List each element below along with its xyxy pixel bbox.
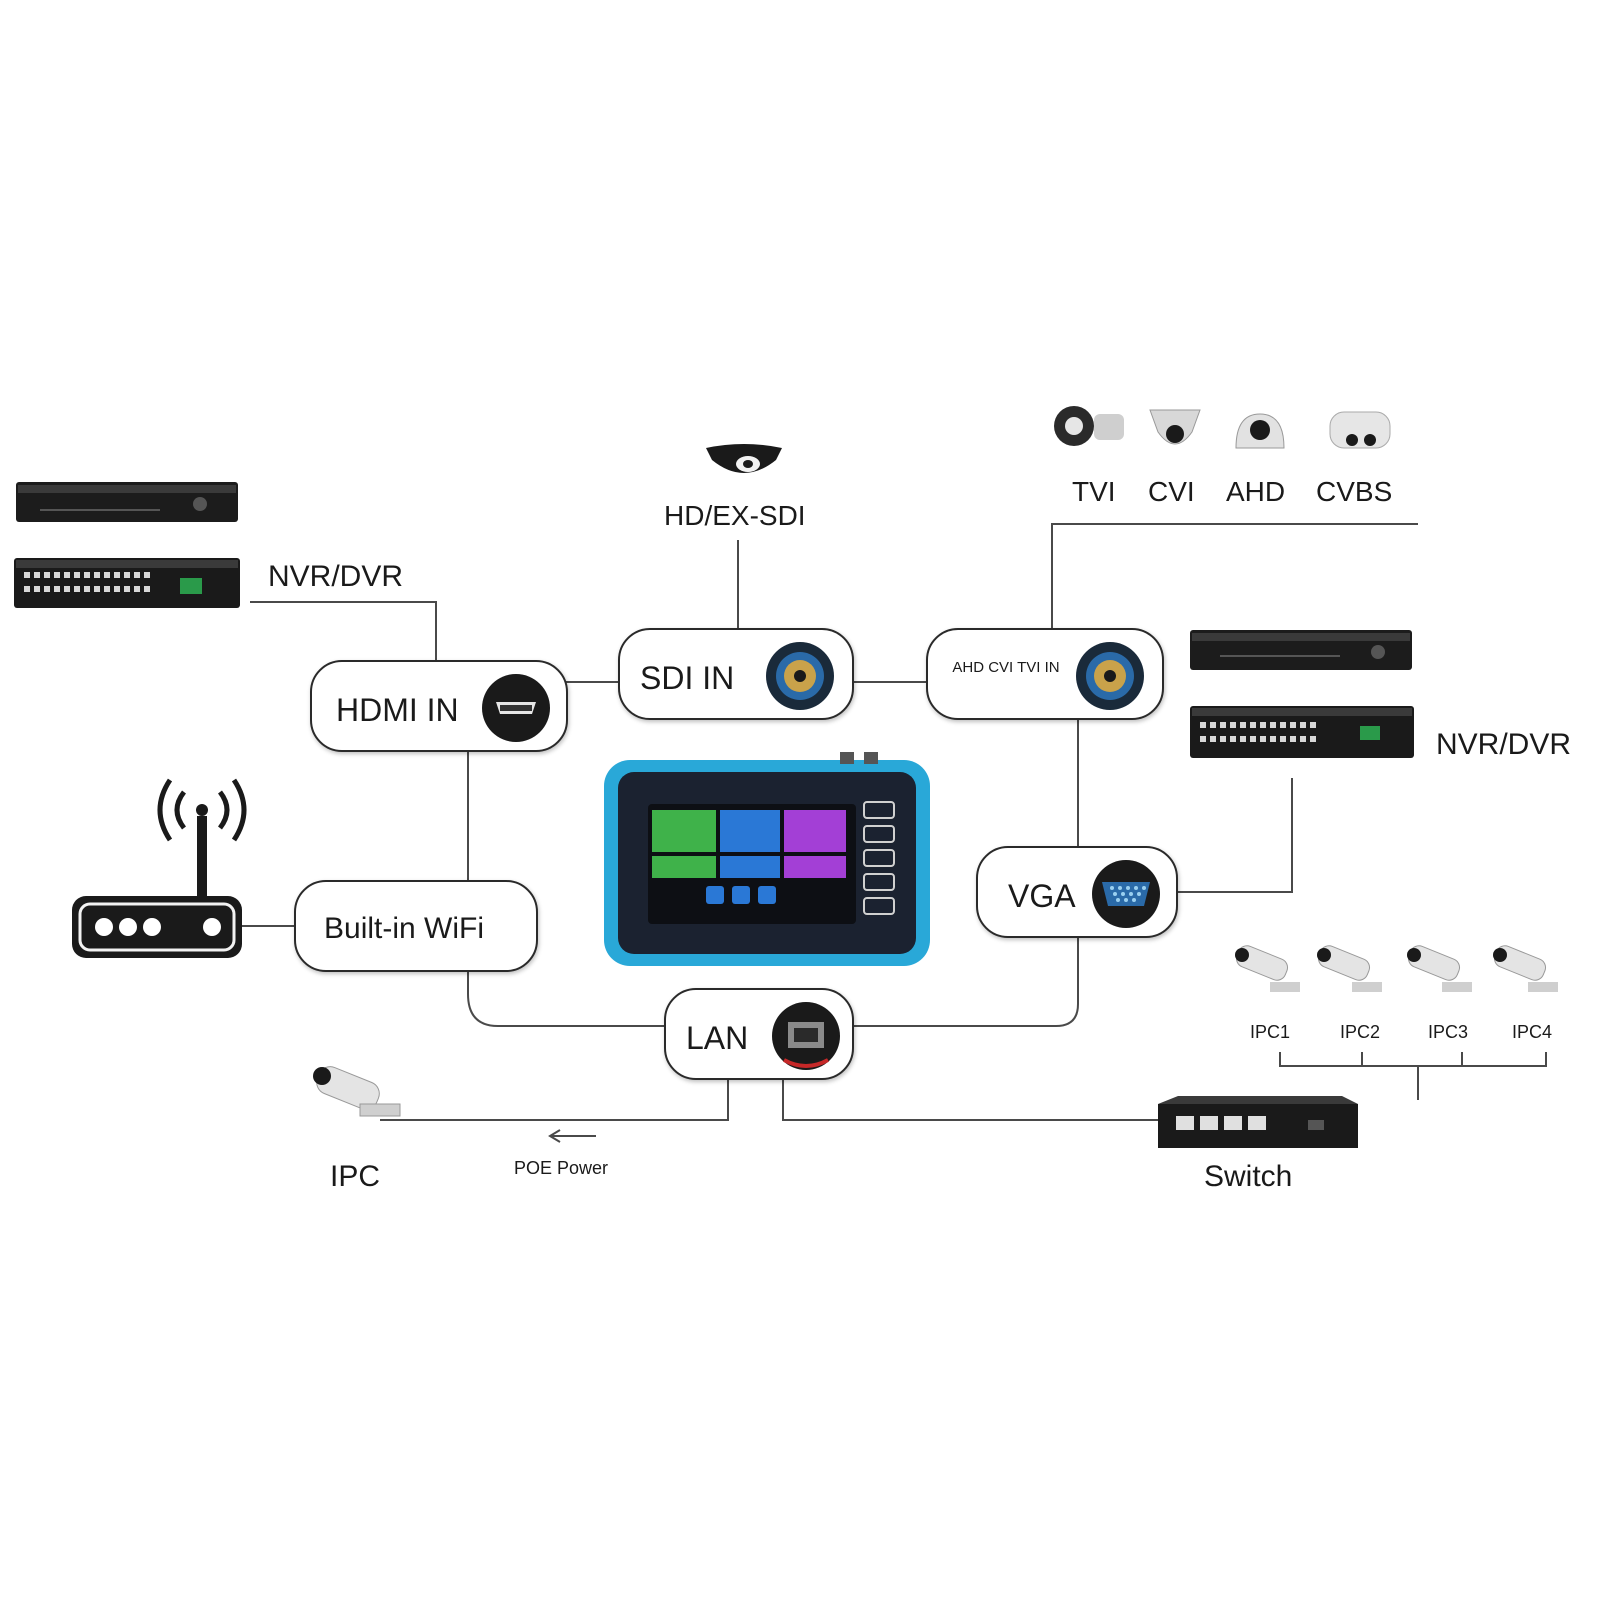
line-vga-to-lan xyxy=(852,934,1079,1027)
ipc1-camera-icon xyxy=(1235,945,1300,992)
cvi-camera-icon xyxy=(1149,409,1201,445)
hdmi-in-node: HDMI IN xyxy=(310,660,568,752)
bnc-port-icon-analog xyxy=(1076,642,1144,710)
sdi-camera-icon xyxy=(706,444,782,473)
ahd-camera-icon xyxy=(1235,413,1285,449)
line-hdmi-to-lan xyxy=(467,752,664,1027)
ipc4-camera-icon xyxy=(1493,945,1558,992)
lan-label: LAN xyxy=(686,1020,749,1056)
tester-device xyxy=(604,752,930,966)
line-lan-to-switch xyxy=(782,1080,1158,1121)
ipc3-label: IPC3 xyxy=(1428,1022,1469,1042)
nvr-dvr-right-label: NVR/DVR xyxy=(1436,728,1572,761)
ipc-cameras-row xyxy=(1235,945,1558,992)
line-nvr-right-to-vga xyxy=(1178,778,1293,893)
analog-in-node: AHD CVI TVI IN xyxy=(926,628,1164,720)
lan-node: LAN xyxy=(664,988,854,1080)
vga-node: VGA xyxy=(976,846,1178,938)
line-lan-to-ipc xyxy=(380,1080,729,1121)
hd-ex-sdi-label: HD/EX-SDI xyxy=(664,500,806,531)
tvi-camera-icon xyxy=(1054,406,1124,446)
analog-in-label: AHD CVI TVI IN xyxy=(952,659,1060,676)
nvr-dvr-left-label: NVR/DVR xyxy=(268,560,404,593)
wifi-node: Built-in WiFi xyxy=(294,880,538,972)
camera-type-tvi: TVI xyxy=(1072,476,1116,507)
switch-icon xyxy=(1158,1096,1358,1148)
ipc-camera-icon xyxy=(313,1066,401,1117)
poe-arrow xyxy=(548,1129,596,1143)
ipc2-label: IPC2 xyxy=(1340,1022,1381,1042)
hdmi-port-icon xyxy=(482,674,550,742)
ipc1-label: IPC1 xyxy=(1250,1022,1291,1042)
nvr-dvr-right-icon xyxy=(1190,630,1414,758)
line-nvr-left-to-hdmi xyxy=(250,601,437,660)
hdmi-in-label: HDMI IN xyxy=(336,692,459,728)
camera-type-ahd: AHD xyxy=(1226,476,1286,507)
camera-type-cvi: CVI xyxy=(1148,476,1195,507)
connection-lines xyxy=(242,523,1547,1143)
bnc-port-icon xyxy=(766,642,834,710)
vga-label: VGA xyxy=(1008,878,1076,914)
line-cameras-to-analog xyxy=(1051,523,1418,628)
nvr-dvr-left-icon xyxy=(14,482,240,608)
ipc4-label: IPC4 xyxy=(1512,1022,1553,1042)
sdi-in-node: SDI IN xyxy=(618,628,854,720)
wifi-label: Built-in WiFi xyxy=(324,912,485,945)
router-icon xyxy=(72,778,247,958)
ipc-label: IPC xyxy=(330,1160,381,1193)
switch-label: Switch xyxy=(1204,1160,1293,1193)
rj45-port-icon xyxy=(772,1002,840,1070)
line-switch-to-ipcs xyxy=(1279,1052,1547,1100)
ipc3-camera-icon xyxy=(1407,945,1472,992)
sdi-in-label: SDI IN xyxy=(640,660,735,696)
vga-port-icon xyxy=(1092,860,1160,928)
poe-power-label: POE Power xyxy=(514,1158,609,1178)
ipc2-camera-icon xyxy=(1317,945,1382,992)
cvbs-camera-icon xyxy=(1329,411,1391,449)
camera-type-cvbs: CVBS xyxy=(1316,476,1393,507)
